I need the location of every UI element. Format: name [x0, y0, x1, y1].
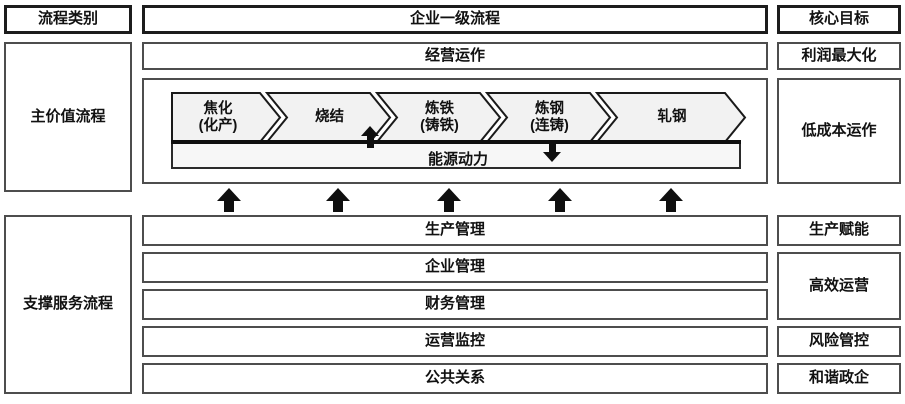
goal-harmonious-government-enterprise: 和谐政企 — [777, 363, 901, 394]
goal-low-cost-operation: 低成本运作 — [777, 78, 901, 184]
main-flow-container: 焦化 (化产) 烧结 炼铁 (铸铁) 炼钢 (连铸) 轧钢 能源动力 — [142, 78, 768, 184]
category-support-service-process: 支撑服务流程 — [4, 215, 132, 394]
row-enterprise-management: 企业管理 — [142, 252, 768, 283]
flow-chevrons-graphic — [171, 92, 747, 169]
row-financial-management: 财务管理 — [142, 289, 768, 320]
energy-power-label: 能源动力 — [427, 150, 488, 168]
header-process-category: 流程类别 — [4, 5, 132, 34]
row-public-relations: 公共关系 — [142, 363, 768, 394]
support-up-arrow-icon-1 — [217, 188, 241, 212]
flow-step-sintering: 烧结 — [315, 109, 344, 126]
chevron-shape-coking — [171, 92, 282, 143]
flow-step-steelmaking: 炼钢 (连铸) — [530, 100, 569, 134]
goal-risk-control: 风险管控 — [777, 326, 901, 357]
goal-profit-maximization: 利润最大化 — [777, 42, 901, 70]
row-business-operation: 经营运作 — [142, 42, 768, 70]
header-core-objectives: 核心目标 — [777, 5, 901, 34]
energy-down-arrow-icon — [543, 140, 561, 162]
goal-efficient-operation: 高效运营 — [777, 252, 901, 320]
flow-step-rolling: 轧钢 — [657, 109, 687, 126]
goal-production-empowerment: 生产赋能 — [777, 215, 901, 246]
energy-up-arrow-icon — [361, 126, 379, 148]
support-up-arrow-icon-4 — [548, 188, 572, 212]
row-production-management: 生产管理 — [142, 215, 768, 246]
flow-step-ironmaking: 炼铁 (铸铁) — [420, 100, 459, 134]
row-operation-monitoring: 运营监控 — [142, 326, 768, 357]
support-up-arrow-icon-3 — [437, 188, 461, 212]
support-up-arrow-icon-5 — [659, 188, 683, 212]
energy-bar-shape — [171, 141, 741, 169]
header-enterprise-level1-process: 企业一级流程 — [142, 5, 768, 34]
category-main-value-process: 主价值流程 — [4, 42, 132, 192]
flow-step-coking: 焦化 (化产) — [198, 100, 238, 134]
support-up-arrow-icon-2 — [326, 188, 350, 212]
